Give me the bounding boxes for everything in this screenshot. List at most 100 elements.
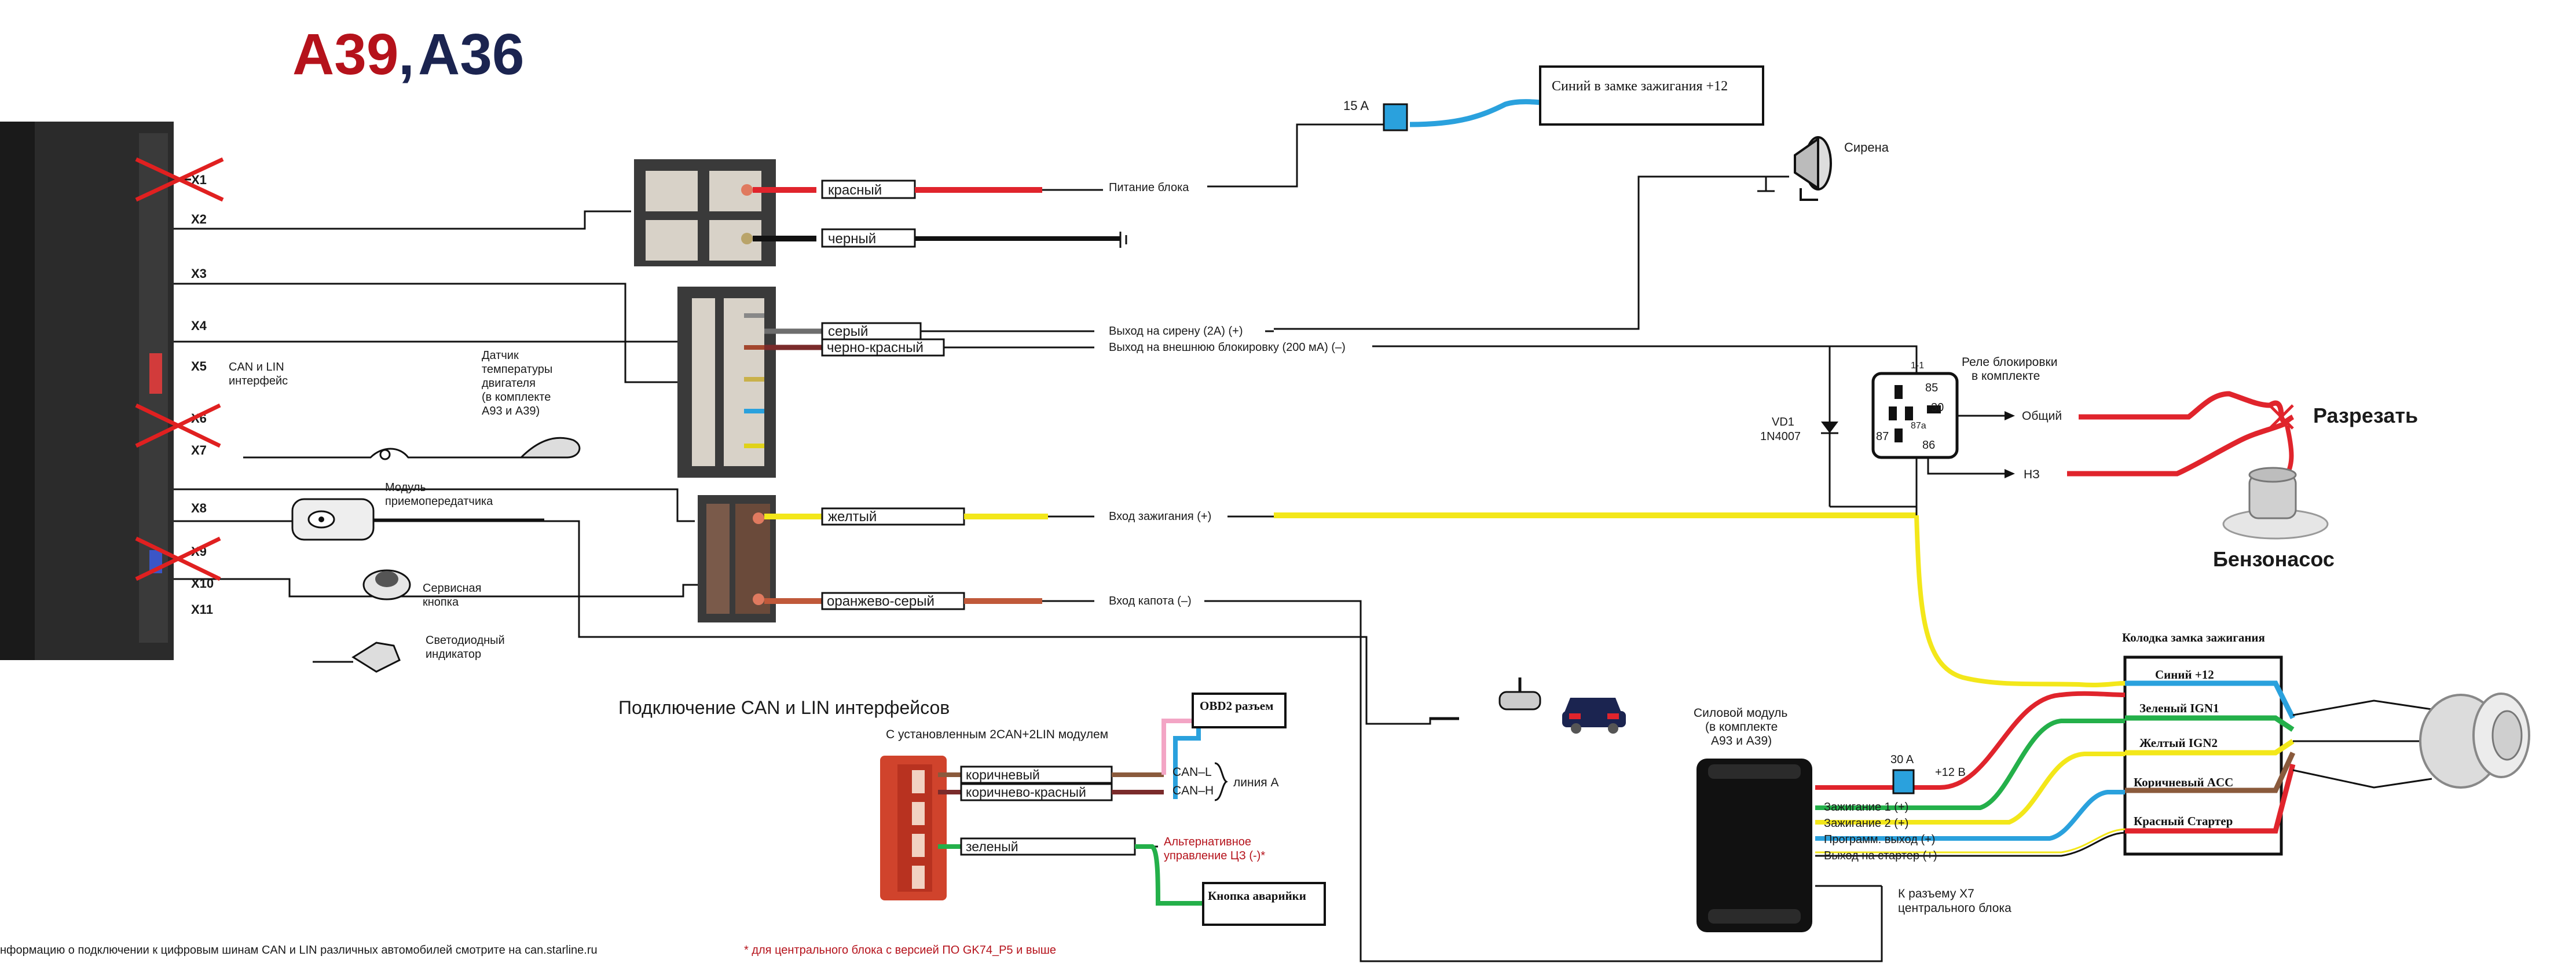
can-wire-green-emergency bbox=[1135, 844, 1204, 906]
wire-label-orange-grey: оранжево-серый bbox=[827, 594, 935, 609]
relay-outputs: Общий НЗ bbox=[1927, 409, 2062, 481]
wire-black-red-block: черно-красный Выход на внешнюю блокировк… bbox=[764, 338, 1831, 507]
relay-pin-87: 87 bbox=[1876, 430, 1889, 443]
ignition-lock-block: Синий +12 Зеленый IGN1 Желтый IGN2 Корич… bbox=[2123, 655, 2283, 856]
ignition-lock-wires bbox=[2125, 680, 2296, 834]
wire-yellow-ignition-input: желтый Вход зажигания (+) bbox=[764, 507, 1917, 526]
ignition-box: Синий в замке зажигания +12 bbox=[1539, 65, 1764, 126]
line-a-label: линия А bbox=[1233, 776, 1279, 789]
power-module-note: К разъему X7 центрального блока bbox=[1815, 885, 2011, 915]
model-separator: , bbox=[398, 22, 415, 87]
car-icon bbox=[1562, 698, 1626, 734]
fuse-15a: 15 A bbox=[1343, 98, 1408, 131]
connector-leads bbox=[174, 178, 1459, 725]
led-indicator bbox=[313, 642, 401, 673]
relay-output-nc: НЗ bbox=[2024, 468, 2040, 481]
power-line-ign1: Зажигание 1 (+) bbox=[1824, 801, 1908, 814]
wire-grey-siren: серый Выход на сирену (2А) (+) bbox=[764, 322, 1274, 340]
ignition-lock-wire-yellow: Желтый IGN2 bbox=[2139, 736, 2218, 750]
footer-right-note: * для центрального блока с версией ПО GK… bbox=[744, 944, 1056, 957]
hood-input-label: Вход капота (–) bbox=[1109, 595, 1192, 607]
siren-output-label: Выход на сирену (2А) (+) bbox=[1109, 325, 1243, 338]
power-fuse-label: 30 A bbox=[1890, 753, 1914, 766]
wire-label-red: красный bbox=[828, 182, 882, 198]
power-line-prog: Программ. выход (+) bbox=[1824, 833, 1935, 846]
power-module-title: Силовой модуль (в комплекте A93 и A39) bbox=[1694, 706, 1787, 748]
svg-text:Реле блокировки: Реле блокировки bbox=[1962, 356, 2057, 369]
siren-label: Сирена bbox=[1844, 140, 1889, 155]
svg-text:Сервисная: Сервисная bbox=[423, 582, 481, 595]
relay-title: Реле блокировки в комплекте bbox=[1962, 356, 2057, 383]
wire-label-yellow: желтый bbox=[828, 509, 877, 525]
service-button-label: Сервисная кнопка bbox=[423, 582, 481, 609]
svg-text:A93 и A39): A93 и A39) bbox=[1711, 734, 1772, 748]
svg-text:Модуль: Модуль bbox=[385, 481, 426, 494]
svg-text:(в комплекте: (в комплекте bbox=[1705, 720, 1778, 734]
cross-x1 bbox=[135, 157, 224, 202]
connector-label-x7: X7 bbox=[191, 443, 207, 457]
obd-lines bbox=[1161, 719, 1201, 799]
cut-label: Разрезать bbox=[2313, 404, 2418, 427]
obd-label: OBD2 разъем bbox=[1200, 699, 1273, 713]
svg-text:управление ЦЗ (-)*: управление ЦЗ (-)* bbox=[1164, 849, 1265, 862]
led-label: Светодиодный индикатор bbox=[426, 634, 505, 661]
svg-text:двигателя: двигателя bbox=[482, 377, 536, 390]
wire-label-black: черный bbox=[828, 231, 876, 247]
crossed-connectors bbox=[135, 157, 224, 581]
svg-text:К разъему X7: К разъему X7 bbox=[1898, 887, 1974, 900]
ignition-cylinder-icon bbox=[2419, 693, 2530, 789]
connector-label-x4: X4 bbox=[191, 318, 207, 333]
can-wire-label-brown: коричневый bbox=[966, 767, 1040, 782]
siren-line bbox=[1274, 175, 1789, 330]
ignition-input-label: Вход зажигания (+) bbox=[1109, 510, 1211, 523]
relay-pin-85: 85 bbox=[1925, 382, 1938, 394]
fuse-15a-label: 15 A bbox=[1343, 98, 1369, 113]
wire-black-ground: черный bbox=[753, 228, 1127, 248]
connector-block-inputs bbox=[698, 495, 776, 622]
connector-label-x5: X5 bbox=[191, 359, 207, 373]
ignition-lock-wire-brown: Коричневый ACC bbox=[2134, 775, 2233, 789]
siren-ground bbox=[1757, 177, 1775, 192]
svg-text:температуры: температуры bbox=[482, 363, 552, 376]
main-unit-red-pins bbox=[149, 353, 162, 394]
connector-label-x3: X3 bbox=[191, 266, 207, 281]
svg-text:Альтернативное: Альтернативное bbox=[1164, 836, 1251, 848]
can-connector-block bbox=[880, 756, 947, 900]
obd-connector: OBD2 разъем bbox=[1192, 693, 1287, 728]
can-h-label: CAN–H bbox=[1172, 784, 1214, 797]
svg-text:Датчик: Датчик bbox=[482, 349, 519, 362]
model-a-title: A39 bbox=[292, 22, 398, 87]
service-button bbox=[362, 569, 411, 600]
temp-sensor-label: Датчик температуры двигателя (в комплект… bbox=[482, 349, 552, 417]
power-module-wires bbox=[1815, 515, 2126, 857]
connector-label-x8: X8 bbox=[191, 501, 207, 515]
cross-x9 bbox=[135, 536, 221, 581]
power-module-lines: Зажигание 1 (+) Зажигание 2 (+) Программ… bbox=[1824, 801, 1937, 862]
emergency-button-box: Кнопка аварийки bbox=[1202, 882, 1326, 926]
svg-text:(в комплекте: (в комплекте bbox=[482, 391, 551, 404]
power-feed-line bbox=[1207, 123, 1384, 188]
block-output-label: Выход на внешнюю блокировку (200 мА) (–) bbox=[1109, 341, 1346, 354]
relay-pin-note: 1-1 bbox=[1911, 361, 1924, 371]
svg-text:кнопка: кнопка bbox=[423, 596, 459, 609]
svg-text:центрального блока: центрального блока bbox=[1898, 902, 2011, 915]
can-wire-brown: коричневый bbox=[938, 765, 1164, 784]
footer-left-note: нформацию о подключении к цифровым шинам… bbox=[0, 944, 598, 957]
hood-switch-icon bbox=[1430, 677, 1541, 720]
svg-text:A93 и A39): A93 и A39) bbox=[482, 405, 540, 417]
ignition-lock-wire-red: Красный Стартер bbox=[2134, 814, 2233, 828]
relay-pin-87a: 87a bbox=[1911, 421, 1926, 431]
svg-text:индикатор: индикатор bbox=[426, 648, 481, 661]
ignition-box-label: Синий в замке зажигания +12 bbox=[1552, 79, 1728, 94]
temperature-sensor bbox=[243, 437, 581, 460]
power-line-starter: Выход на стартер (+) bbox=[1824, 849, 1937, 862]
line-a-brace bbox=[1214, 762, 1228, 801]
power-module bbox=[1696, 759, 1812, 932]
wire-label-black-red: черно-красный bbox=[827, 340, 924, 356]
wire-label-grey: серый bbox=[828, 324, 868, 339]
x5-note-line1: CAN и LIN bbox=[229, 361, 284, 373]
connector-label-x10: X10 bbox=[191, 576, 214, 591]
can-section-title: Подключение CAN и LIN интерфейсов bbox=[618, 697, 950, 718]
connector-label-x11: X11 bbox=[191, 602, 213, 617]
fuel-pump-wires bbox=[2067, 391, 2295, 477]
